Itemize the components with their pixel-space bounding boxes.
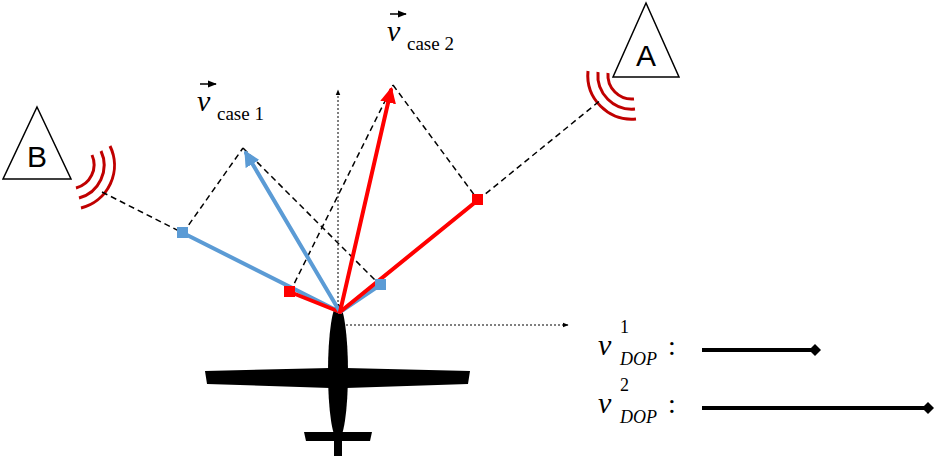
vectors [183,90,478,312]
legend-superscript: 2 [620,376,629,394]
legend-samples [702,344,934,414]
antenna-label: B [27,142,47,172]
legend-symbol: v [598,330,611,360]
radio-waves [76,71,636,208]
antenna-label: A [636,41,656,71]
axes [338,90,568,325]
legend-colon: : [668,332,676,360]
legend-subscript: DOP [620,408,657,426]
antenna-triangle: B [2,106,72,180]
projection-points [177,194,483,297]
legend-symbol: v [598,388,611,418]
vector-subscript: case 2 [407,34,454,53]
aircraft [205,304,470,456]
legend-superscript: 1 [620,318,629,336]
legend-colon: : [668,390,676,418]
triangle [3,107,71,179]
triangle [613,3,679,77]
vector-accents [200,14,406,84]
vector-symbol: v [197,86,210,116]
legend-subscript: DOP [620,350,657,368]
vector-subscript: case 1 [217,104,264,123]
antenna-triangle: A [612,2,680,78]
vector-symbol: v [387,16,400,46]
